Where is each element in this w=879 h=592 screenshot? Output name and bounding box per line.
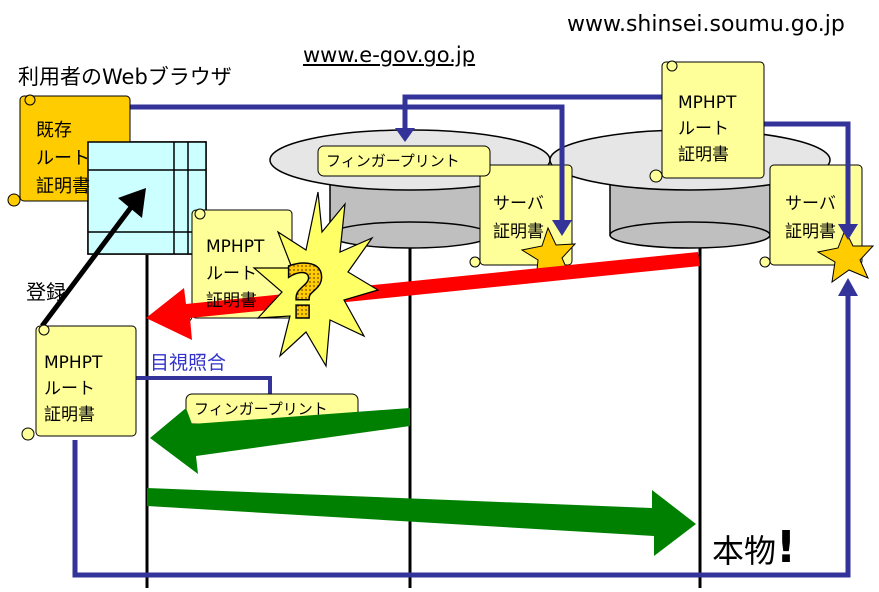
mphpt-root-scroll-user — [21, 324, 137, 441]
register-arrow-line — [40, 196, 140, 328]
register-label: 登録 — [26, 280, 66, 304]
blue-line-to-right-seal — [762, 121, 851, 226]
blue-arrowhead-egov — [395, 128, 415, 142]
url-egov: www.e-gov.go.jp — [303, 43, 476, 67]
seal-shinsei — [816, 228, 875, 284]
mphpt-top-text: MPHPT ルート 証明書 — [678, 93, 737, 165]
blue-arrowhead-server-cert — [552, 220, 572, 236]
server-cert-scroll-shinsei — [759, 164, 863, 268]
existing-root-text: 既存 ルート 証明書 — [36, 120, 90, 197]
browser-label: 利用者のWebブラウザ — [18, 65, 232, 89]
fingerprint-text-bottom: フィンガープリント — [194, 400, 328, 418]
genuine-green-arrow — [147, 488, 696, 556]
fingerprint-tag-top — [317, 145, 491, 177]
url-shinsei: www.shinsei.soumu.go.jp — [567, 12, 845, 37]
server-cert-text-egov: サーバ 証明書 — [493, 194, 544, 242]
verification-loop-line — [72, 290, 851, 578]
mphpt-user-text: MPHPT ルート 証明書 — [44, 353, 103, 425]
visual-check-label: 目視照合 — [150, 352, 227, 374]
mphpt-fake-text: MPHPT ルート 証明書 — [206, 237, 265, 311]
visual-check-line — [132, 376, 272, 394]
fingerprint-green-arrow — [150, 408, 410, 474]
danger-starburst — [252, 191, 380, 368]
mphpt-root-scroll-top — [649, 60, 765, 183]
exclamation-mark: ! — [776, 522, 797, 573]
blue-line-to-egov — [402, 94, 662, 130]
question-mark: ? — [284, 250, 327, 336]
blue-line-to-server-cert — [118, 104, 565, 222]
server-cert-text-shinsei: サーバ 証明書 — [785, 194, 836, 242]
register-arrowhead — [118, 188, 146, 218]
blue-arrowhead-right-seal — [838, 224, 858, 240]
verification-loop-arrowhead — [838, 278, 858, 296]
fake-cert-red-arrow — [146, 252, 700, 340]
genuine-text: 本物 — [712, 532, 777, 570]
genuine-label: 本物! — [712, 522, 796, 573]
fingerprint-text-top: フィンガープリント — [326, 152, 460, 170]
